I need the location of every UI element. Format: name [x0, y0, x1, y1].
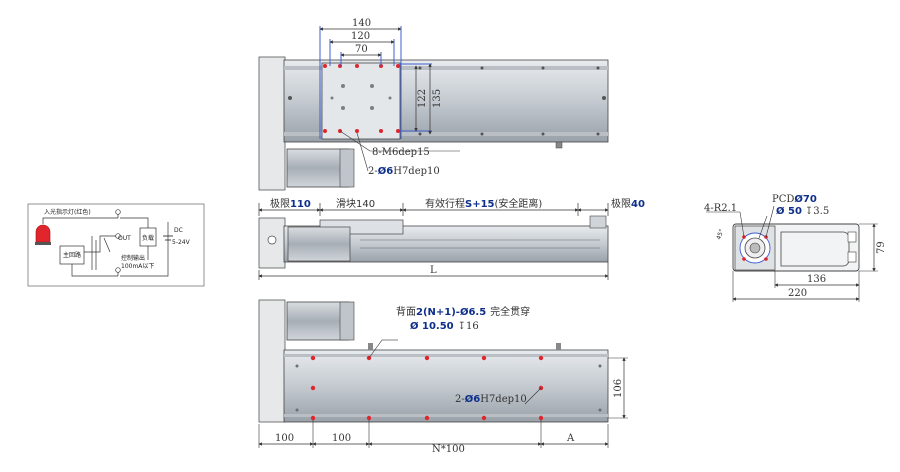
end-pcd-callout: PCDØ70 [772, 193, 817, 205]
end-view: 4-R2.1 PCDØ70 Ø 50↧3.5 45° 79 136 220 [704, 193, 887, 302]
bottom-pin-callout: 2-Ø6H7dep10 [455, 393, 527, 405]
bottom-top-screw [368, 343, 373, 350]
top-pin-leader [356, 132, 369, 172]
wiring-lines [42, 212, 169, 277]
wiring-sensor-label: 入光指示灯(红色) [44, 208, 91, 216]
wiring-load-label: 负载 [142, 234, 154, 242]
side-motor [287, 226, 351, 262]
top-rail-edge-bottom [284, 132, 608, 136]
top-dim-122: 122 [417, 89, 428, 108]
bottom-side-holes [295, 364, 602, 412]
wiring-voltage: 5-24V [172, 239, 191, 246]
end-shaft-callout: Ø 50↧3.5 [776, 205, 829, 217]
bottom-dim-100b: 100 [332, 433, 351, 444]
top-rail-edge [284, 66, 608, 70]
end-dim-220: 220 [788, 288, 807, 299]
top-thread-leader [339, 130, 371, 152]
top-dim-70: 70 [355, 44, 368, 55]
wiring-main-circuit: 主回路 [63, 251, 81, 259]
top-end-cap [258, 56, 286, 191]
top-rail-slots [288, 66, 606, 136]
top-dimension-lines [319, 27, 432, 135]
top-end-screw [555, 141, 563, 149]
side-limit-left: 极限110 [270, 197, 311, 210]
indicator-lamp-icon [35, 224, 51, 243]
wiring-out-label: OUT [118, 235, 131, 242]
bottom-dim-n100: N*100 [432, 444, 465, 455]
top-dim-135: 135 [432, 89, 443, 108]
top-dim-140: 140 [352, 18, 371, 29]
end-radius-callout: 4-R2.1 [704, 203, 737, 214]
end-dim-79: 79 [876, 241, 887, 254]
wiring-load-box [139, 227, 157, 247]
wiring-current-value: 100mA以下 [121, 263, 154, 270]
side-view: 极限110 滑块140 有效行程S+15(安全距离) 极限40 L [258, 197, 645, 280]
bottom-dim-100a: 100 [275, 433, 294, 444]
top-view: 140 120 70 122 135 8-M6dep15 2-Ø6H7dep10 [258, 18, 609, 191]
side-length-label: L [430, 265, 437, 276]
bottom-dim-a: A [566, 433, 575, 444]
bottom-motor [286, 301, 350, 341]
side-dim-lines [258, 203, 609, 216]
top-slider-holes [330, 84, 392, 110]
bottom-rail-body [283, 349, 609, 423]
wiring-dc-label: DC [174, 227, 183, 234]
bottom-back-leader [368, 339, 383, 359]
end-angle: 45° [715, 228, 725, 240]
top-pin-callout: 2-Ø6H7dep10 [368, 165, 440, 177]
side-limit-right: 极限40 [611, 197, 645, 210]
side-right-block [589, 215, 607, 229]
top-thread-callout: 8-M6dep15 [372, 147, 430, 158]
bottom-counterbore: Ø 10.50↧16 [410, 320, 479, 332]
side-stroke-label: 有效行程S+15(安全距离) [425, 197, 542, 210]
wiring-current-note: 控制输出 [121, 254, 145, 262]
top-motor-flange [339, 148, 355, 188]
bottom-end-cap [258, 299, 286, 423]
wiring-diagram: 入光指示灯(红色) 主回路 OUT 负载 DC 5-24V 控制输出 [27, 203, 205, 287]
side-slider-label: 滑块140 [336, 198, 375, 210]
top-motor [286, 148, 350, 188]
top-dim-120: 120 [351, 31, 370, 42]
bottom-pin-leader [524, 387, 542, 405]
end-dim-136: 136 [807, 274, 826, 285]
bottom-dim-106: 106 [613, 379, 624, 398]
top-slider-plate [321, 62, 401, 140]
side-end-hole [267, 235, 277, 245]
